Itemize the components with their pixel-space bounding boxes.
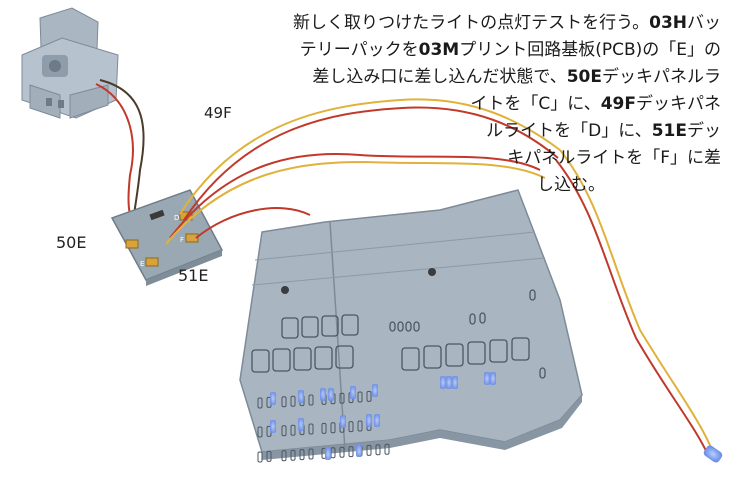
pcb-03m: C E D F [110, 189, 224, 286]
panel-switch [348, 421, 354, 433]
panel-led-lit [366, 414, 372, 427]
panel-slot [489, 339, 508, 363]
pcb-port-c [125, 239, 139, 249]
panel-slot [479, 312, 486, 324]
panel-slot [301, 316, 319, 338]
panel-switch [384, 443, 390, 455]
panel-slot [321, 315, 339, 337]
panel-slot [423, 345, 442, 369]
panel-slot [251, 349, 270, 373]
panel-slot [401, 347, 420, 371]
panel-led-lit [298, 390, 304, 403]
panel-led-lit [440, 376, 446, 389]
panel-led-lit [372, 384, 378, 397]
panel-slot [389, 321, 396, 332]
panel-switch [299, 449, 305, 461]
panel-slot [511, 337, 530, 361]
panel-slot [293, 347, 312, 371]
panel-slot [281, 317, 299, 339]
panel-slot [413, 321, 420, 332]
pcb-port-label: D [174, 214, 179, 222]
label-49f: 49F [204, 104, 232, 122]
panel-switch [290, 395, 296, 407]
panel-switch [257, 397, 263, 409]
label-50e: 50E [56, 233, 86, 252]
panel-switch [308, 394, 314, 406]
pcb-port-f [185, 233, 199, 243]
panel-switch [375, 444, 381, 456]
panel-switch [290, 424, 296, 436]
instruction-line-3: 差し込み口に差し込んだ状態で、50Eデッキパネルラ [312, 67, 721, 87]
panel-switch [266, 450, 272, 462]
panel-slot [529, 289, 536, 301]
instruction-line-2: テリーパックを03Mプリント回路基板(PCB)の「E」の [299, 40, 721, 60]
deck-panel [239, 189, 583, 463]
instruction-line-5: ルライトを「D」に、51Eデッ [486, 121, 721, 141]
panel-led-lit [350, 386, 356, 399]
panel-led-lit [356, 444, 362, 457]
panel-slot [397, 321, 404, 332]
panel-led-lit [270, 392, 276, 405]
panel-switch [281, 396, 287, 408]
panel-switch [339, 446, 345, 458]
panel-slot [341, 314, 359, 336]
panel-switch [281, 425, 287, 437]
panel-led-lit [446, 376, 452, 389]
panel-switch [339, 392, 345, 404]
panel-switch [357, 420, 363, 432]
panel-led-lit [484, 372, 490, 385]
pcb-port-label: C [120, 242, 125, 250]
panel-switch [366, 390, 372, 402]
panel-switch [366, 444, 372, 456]
light-bulb-end [703, 445, 723, 463]
panel-slot [469, 313, 476, 325]
panel-led-lit [298, 418, 304, 431]
panel-slot [539, 367, 546, 379]
panel-switch [257, 426, 263, 438]
instruction-line-1: 新しく取りつけたライトの点灯テストを行う。03Hバッ [292, 13, 721, 33]
label-51e: 51E [178, 266, 208, 285]
panel-led-lit [452, 376, 458, 389]
panel-switch [330, 422, 336, 434]
pcb-port-label: F [180, 236, 184, 244]
pcb-port-e [145, 257, 159, 267]
panel-switch [357, 391, 363, 403]
pcb-port-label: E [140, 260, 144, 268]
panel-switch [290, 449, 296, 461]
battery-pack-03h [21, 7, 119, 119]
panel-led-lit [320, 388, 326, 401]
panel-led-lit [490, 372, 496, 385]
panel-switch [257, 451, 263, 463]
instruction-line-6: キパネルライトを「F」に差 [507, 148, 721, 168]
panel-slot [335, 345, 354, 369]
panel-led-lit [328, 388, 334, 401]
panel-switch [308, 423, 314, 435]
instruction-line-4: イトを「C」に、49Fデッキパネ [470, 94, 721, 114]
panel-switch [321, 422, 327, 434]
panel-switch [308, 448, 314, 460]
panel-switch [281, 450, 287, 462]
panel-slot [445, 343, 464, 367]
panel-led-lit [374, 414, 380, 427]
panel-slot [314, 346, 333, 370]
panel-slot [272, 348, 291, 372]
panel-switch [348, 446, 354, 458]
panel-led-lit [340, 415, 346, 428]
panel-led-lit [325, 447, 331, 460]
panel-led-lit [270, 420, 276, 433]
instruction-line-7: し込む。 [537, 175, 605, 195]
panel-slot [405, 321, 412, 332]
panel-slot [467, 341, 486, 365]
